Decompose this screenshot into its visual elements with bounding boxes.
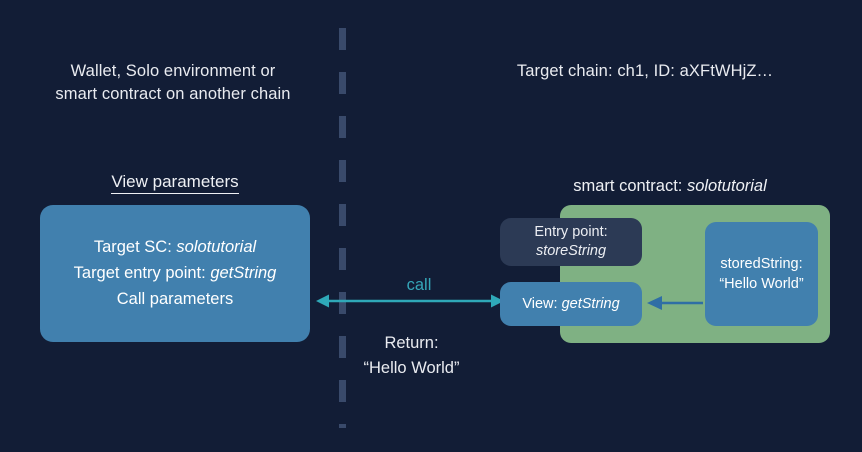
target-sc-label: Target SC: <box>93 238 177 256</box>
view-function-label: View: <box>522 296 562 312</box>
target-entry-point-value: getString <box>210 264 277 282</box>
view-function-value: getString <box>561 296 620 312</box>
call-double-arrow-icon <box>316 294 504 308</box>
smart-contract-value: solotutorial <box>686 177 767 195</box>
target-entry-point-label: Target entry point: <box>73 264 211 282</box>
left-column-header: Wallet, Solo environment or smart contra… <box>55 62 291 103</box>
view-parameters-title: View parameters <box>40 172 310 194</box>
entry-point-value: storeString <box>535 243 607 259</box>
return-label: Return: “Hello World” <box>363 334 460 377</box>
view-function-box: View: getString <box>500 282 642 326</box>
entry-point-box: Entry point: storeString <box>500 218 642 266</box>
vertical-dashed-divider <box>339 28 346 428</box>
right-column-header: Target chain: ch1, ID: aXFtWHjZ… <box>516 62 774 80</box>
call-parameters-label: Call parameters <box>116 290 234 308</box>
stored-string-box: storedString: “Hello World” <box>705 222 818 326</box>
entry-point-label: Entry point: <box>534 224 608 240</box>
target-sc-value: solotutorial <box>176 238 257 256</box>
view-function-text: View: getString <box>522 296 619 312</box>
call-label: call <box>406 276 432 294</box>
view-parameters-box: Target SC: solotutorial Target entry poi… <box>40 205 310 342</box>
view-parameters-title-text: View parameters <box>111 172 239 194</box>
stored-string-to-view-arrow-icon <box>647 296 703 310</box>
stored-string-label: storedString: <box>720 256 803 272</box>
view-parameters-line-call-parameters: Call parameters <box>117 287 233 312</box>
smart-contract-title: smart contract: solotutorial <box>500 177 840 196</box>
smart-contract-label: smart contract: <box>573 177 687 195</box>
view-parameters-line-entry-point: Target entry point: getString <box>74 261 277 286</box>
view-parameters-line-target-sc: Target SC: solotutorial <box>94 235 256 260</box>
stored-string-value: “Hello World” <box>719 276 804 292</box>
